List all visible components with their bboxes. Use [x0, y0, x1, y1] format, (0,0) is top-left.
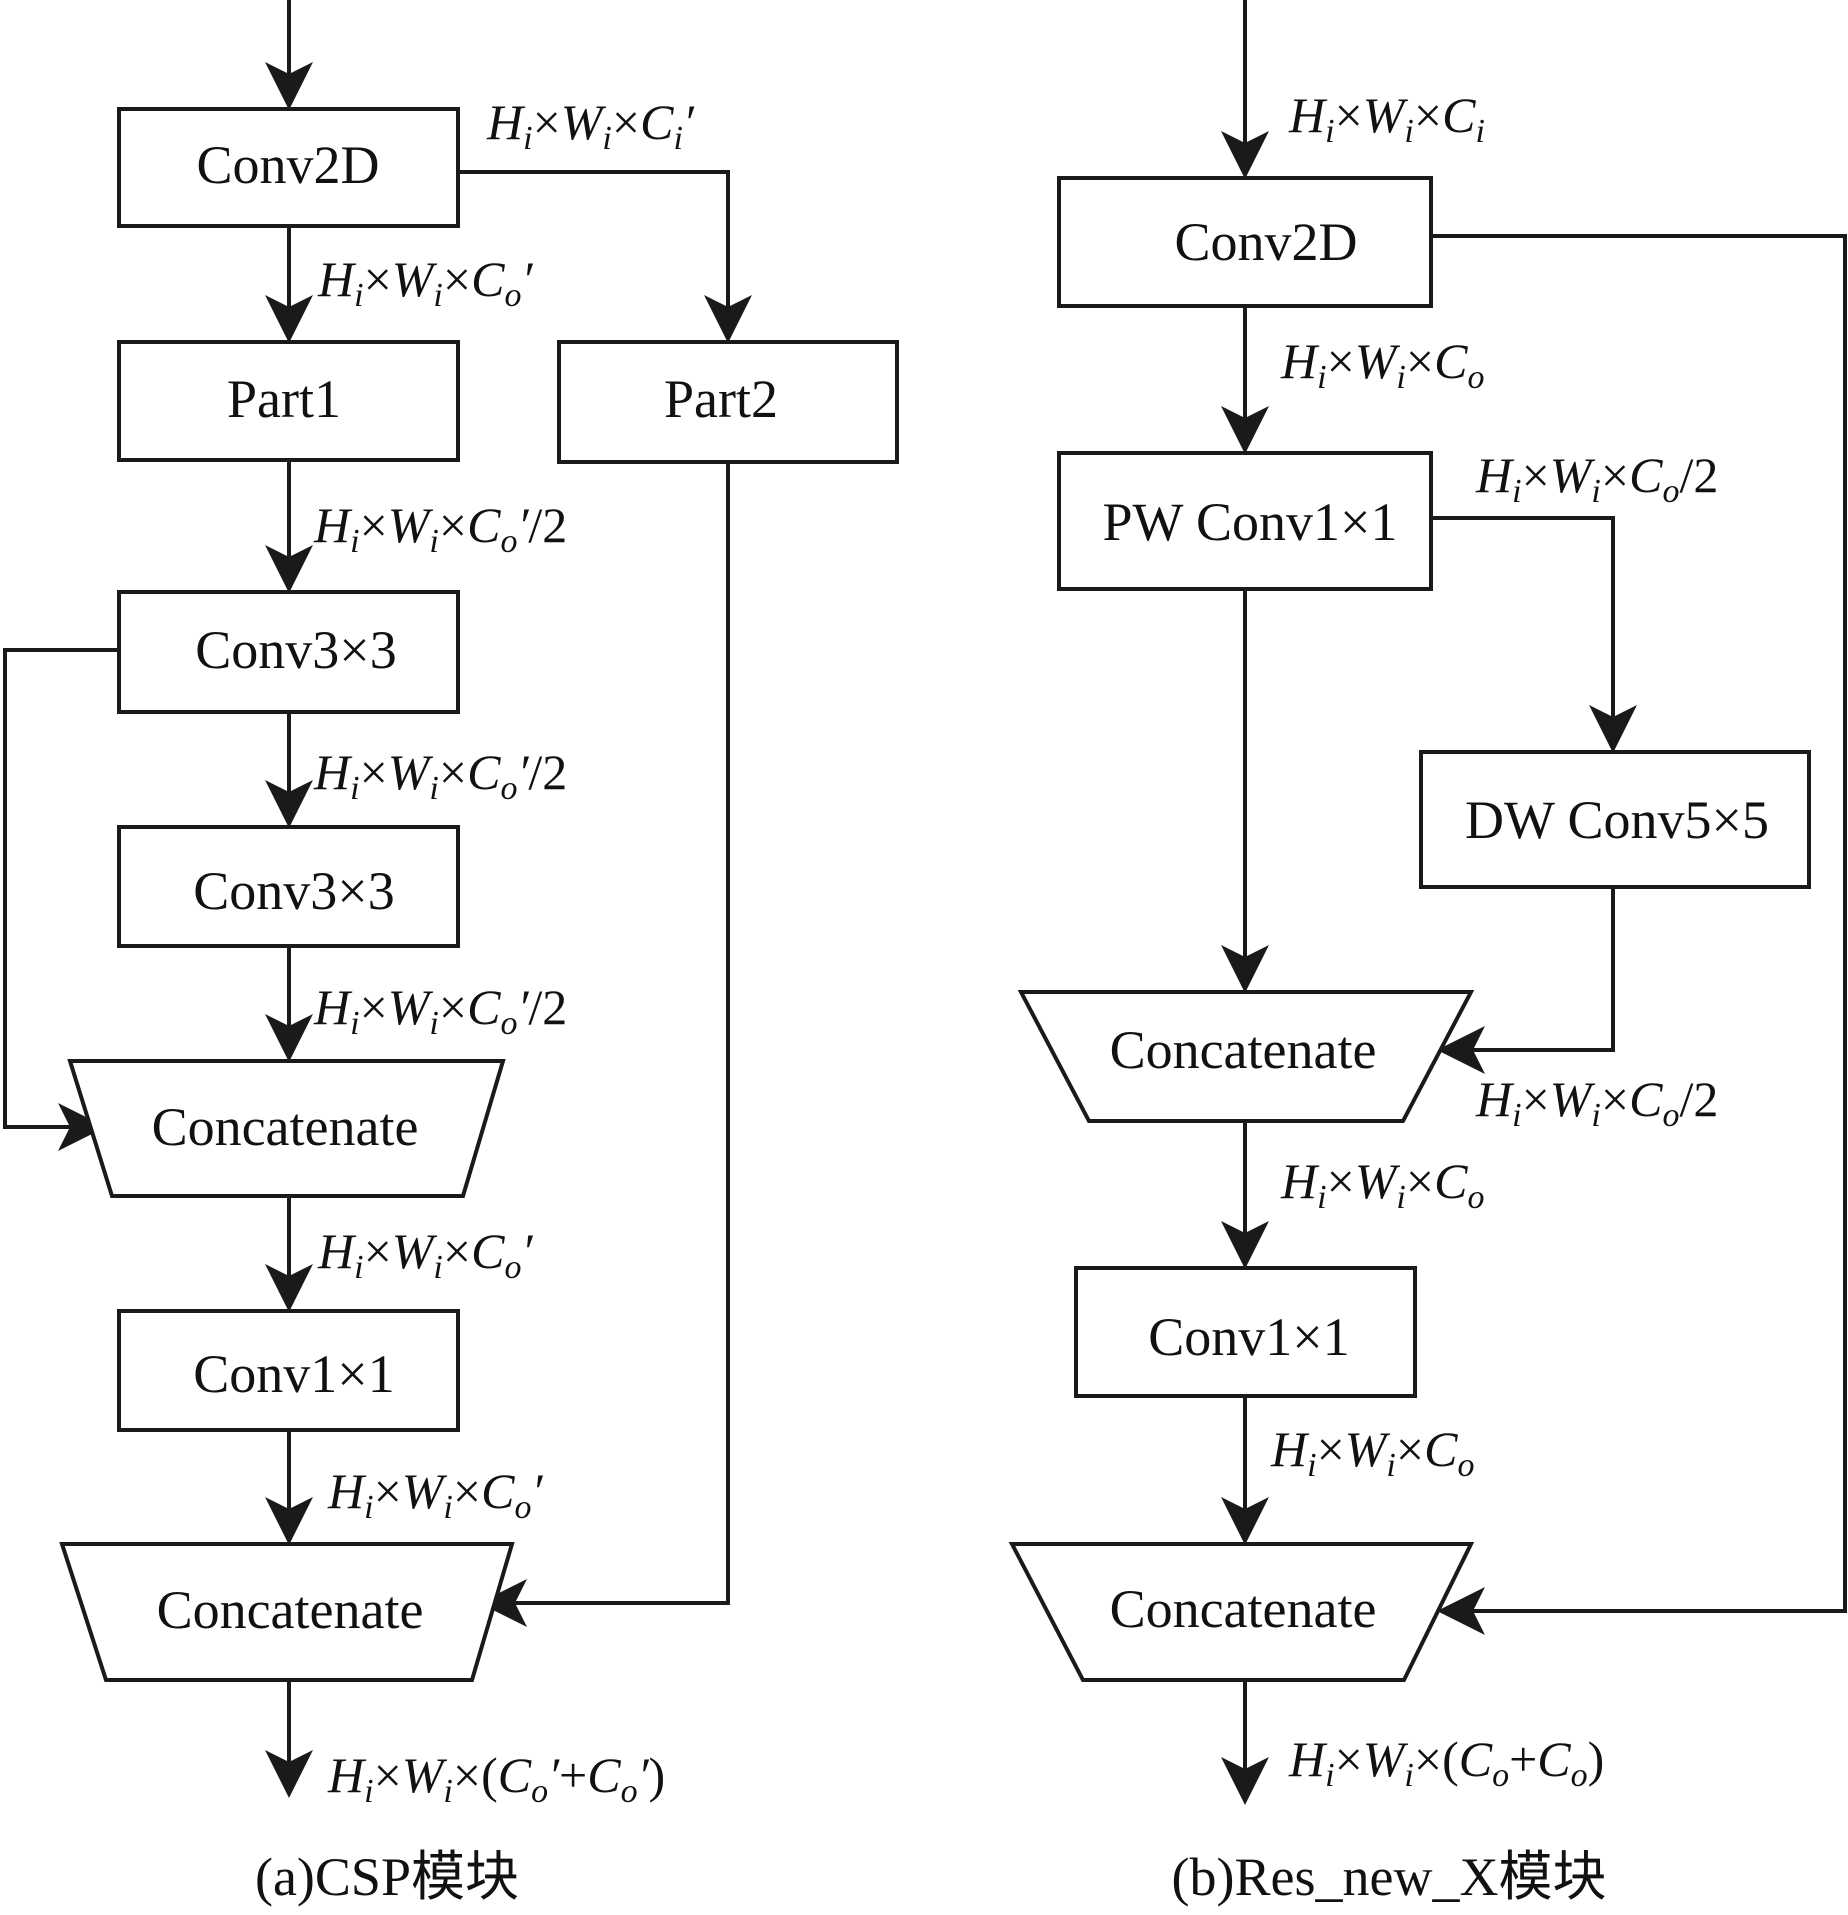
csp-caption: (a)CSP模块 — [255, 1847, 519, 1907]
res-edge-dw-concat — [1437, 887, 1615, 1074]
res-dim-conv1-out: Hi×Wi×Co — [1270, 1421, 1474, 1484]
res-dim-dw-out: Hi×Wi×Co/2 — [1475, 1071, 1718, 1134]
csp-conv2d-node: Conv2D — [117, 107, 460, 228]
res-pw-conv-node: PW Conv1×1 — [1057, 451, 1433, 591]
res-concat-a-label: Concatenate — [1110, 1020, 1377, 1080]
csp-dim-part1-out: Hi×Wi×Co′/2 — [313, 497, 567, 560]
csp-concat-b-label: Concatenate — [157, 1580, 424, 1640]
csp-dim-output: Hi×Wi×(Co′+Co′) — [327, 1747, 665, 1810]
res-dw-conv-node: DW Conv5×5 — [1419, 750, 1811, 889]
csp-part2-node: Part2 — [557, 340, 899, 464]
csp-dim-conv2d-out: Hi×Wi×Ci′ — [486, 94, 695, 157]
csp-dim-part1-in: Hi×Wi×Co′ — [317, 251, 533, 314]
res-concat-b-node: Concatenate — [1008, 1542, 1475, 1682]
res-edge-skip-concat — [1431, 234, 1847, 1635]
csp-part1-node: Part1 — [117, 340, 460, 462]
csp-dim-conv3-b-out: Hi×Wi×Co′/2 — [313, 979, 567, 1042]
res-concat-b-label: Concatenate — [1110, 1579, 1377, 1639]
res-dim-concat-a-out: Hi×Wi×Co — [1280, 1153, 1484, 1216]
csp-concat-a-node: Concatenate — [67, 1059, 506, 1198]
csp-conv3x3-b-node: Conv3×3 — [117, 825, 460, 948]
res-conv2d-node: Conv2D — [1057, 176, 1433, 308]
csp-edge-part2-concat — [479, 462, 730, 1627]
res-edges — [1221, 0, 1847, 1805]
csp-conv1x1-label: Conv1×1 — [193, 1344, 394, 1404]
csp-dim-concat-a-out: Hi×Wi×Co′ — [317, 1223, 533, 1286]
csp-module: Conv2D Part1 Part2 Conv3×3 Conv3×3 Conca… — [3, 0, 899, 1907]
csp-conv3x3-b-label: Conv3×3 — [193, 861, 394, 921]
res-conv1x1-node: Conv1×1 — [1074, 1266, 1417, 1398]
csp-edge-skip-concat — [3, 648, 119, 1151]
res-caption: (b)Res_new_X模块 — [1172, 1847, 1607, 1907]
csp-conv3x3-a-label: Conv3×3 — [195, 620, 396, 680]
res-pw-conv-label: PW Conv1×1 — [1103, 492, 1398, 552]
csp-concat-a-label: Concatenate — [152, 1097, 419, 1157]
csp-dim-conv1-out: Hi×Wi×Co′ — [327, 1463, 543, 1526]
csp-concat-b-node: Concatenate — [59, 1542, 515, 1682]
csp-dim-conv3-a-out: Hi×Wi×Co′/2 — [313, 744, 567, 807]
csp-part2-label: Part2 — [664, 369, 778, 429]
csp-edges — [3, 0, 752, 1798]
csp-conv3x3-a-node: Conv3×3 — [117, 590, 460, 714]
res-dw-conv-label: DW Conv5×5 — [1465, 790, 1769, 850]
res-module: Conv2D PW Conv1×1 DW Conv5×5 Concatenate… — [1008, 0, 1847, 1907]
csp-part1-label: Part1 — [227, 369, 341, 429]
res-dim-conv2d-out: Hi×Wi×Co — [1280, 333, 1484, 396]
res-concat-a-node: Concatenate — [1017, 990, 1475, 1123]
res-dim-input: Hi×Wi×Ci — [1288, 87, 1485, 150]
csp-edge-conv2d-part2 — [458, 170, 752, 343]
res-edge-pw-dw — [1431, 516, 1637, 753]
res-conv2d-label: Conv2D — [1174, 212, 1357, 272]
res-dim-output: Hi×Wi×(Co+Co) — [1288, 1731, 1604, 1794]
res-dim-pw-out: Hi×Wi×Co/2 — [1475, 447, 1718, 510]
csp-conv2d-label: Conv2D — [196, 135, 379, 195]
res-conv1x1-label: Conv1×1 — [1148, 1307, 1349, 1367]
csp-conv1x1-node: Conv1×1 — [117, 1309, 460, 1432]
